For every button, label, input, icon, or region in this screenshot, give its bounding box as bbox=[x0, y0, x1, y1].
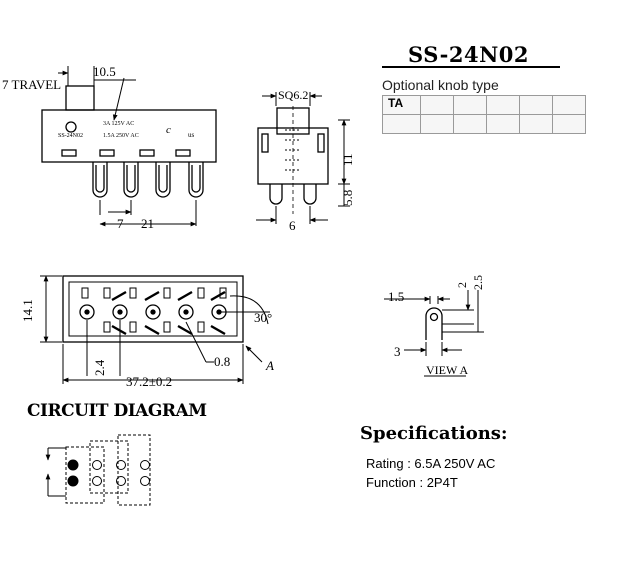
title-underline bbox=[382, 66, 560, 68]
dim-offset-2-4: 2.4 bbox=[92, 359, 107, 376]
body-label-rating1: 3A 125V AC bbox=[103, 121, 134, 127]
dim-height-14-1: 14.1 bbox=[20, 299, 35, 322]
spec-function: Function : 2P4T bbox=[366, 475, 458, 490]
front-pins bbox=[92, 162, 204, 198]
dim-hole-0-8: 0.8 bbox=[214, 354, 230, 369]
circuit-diagram-title: CIRCUIT DIAGRAM bbox=[27, 401, 207, 421]
view-a-drawing bbox=[384, 290, 484, 377]
view-a-marker: A bbox=[265, 358, 274, 373]
front-view bbox=[41, 66, 217, 227]
spec-rating: Rating : 6.5A 250V AC bbox=[366, 456, 496, 471]
dim-height-11: 11 bbox=[340, 153, 355, 166]
side-view bbox=[256, 92, 350, 224]
knob-cell-12 bbox=[552, 114, 586, 134]
circuit-diagram bbox=[45, 434, 151, 506]
view-a-dim-3: 3 bbox=[394, 344, 401, 359]
dim-pin-5-8: 5.8 bbox=[340, 190, 355, 206]
bottom-view bbox=[40, 275, 270, 384]
dim-width-21: 21 bbox=[141, 216, 154, 231]
view-a-dim-2: 2 bbox=[455, 282, 469, 288]
dim-side-width-6: 6 bbox=[289, 218, 296, 233]
view-a-dim-2-5: 2.5 bbox=[471, 275, 485, 290]
dim-sq-6-2: SQ6.2 bbox=[278, 88, 308, 102]
specifications-title: Specifications: bbox=[360, 423, 508, 444]
view-a-dim-1-5: 1.5 bbox=[388, 289, 404, 304]
dim-width-37-2: 37.2±0.2 bbox=[126, 374, 172, 389]
part-number-title: SS-24N02 bbox=[408, 42, 529, 67]
dim-pitch-7: 7 bbox=[117, 216, 124, 231]
actuator-knob bbox=[65, 85, 95, 111]
body-label-model: SS-24N02 bbox=[58, 133, 83, 139]
cert-mark-us: us bbox=[188, 131, 195, 139]
body-label-rating2: 1.5A 250V AC bbox=[103, 133, 139, 139]
knob-type-label: Optional knob type bbox=[382, 77, 499, 93]
dim-angle-30: 30° bbox=[254, 310, 272, 325]
view-a-label: VIEW A bbox=[426, 363, 468, 377]
travel-dim: 7 TRAVEL bbox=[2, 77, 61, 92]
knob-type-table: TA bbox=[382, 95, 586, 134]
dim-10-5: 10.5 bbox=[93, 64, 116, 79]
cert-mark-c: c bbox=[166, 124, 171, 136]
